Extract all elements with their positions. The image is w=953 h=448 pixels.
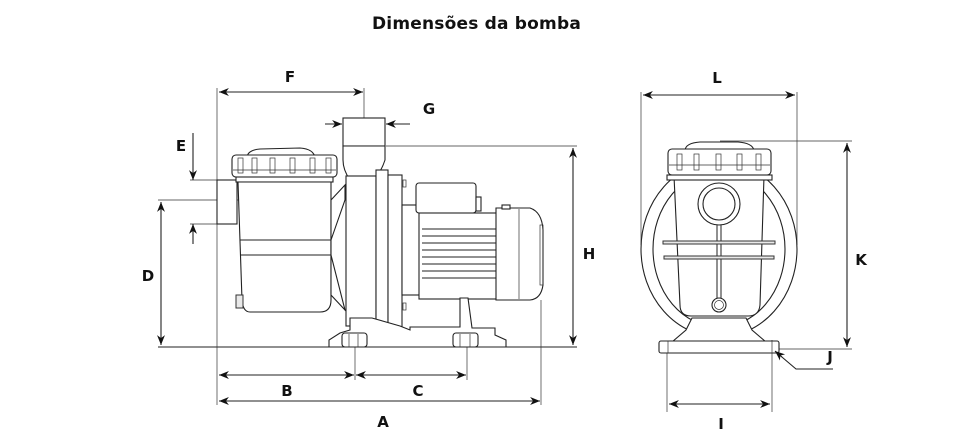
front-crossbar-2	[663, 255, 775, 260]
label-h: H	[583, 245, 596, 263]
label-i: I	[718, 415, 724, 433]
strainer-housing	[216, 147, 338, 313]
front-crossbar-1	[662, 240, 776, 245]
motor	[401, 182, 544, 301]
inlet-port-inner	[702, 187, 736, 221]
drain-plug	[711, 297, 727, 313]
label-a: A	[377, 413, 389, 431]
leader-j	[775, 351, 833, 370]
diagram-title: Dimensões da bomba	[371, 14, 581, 34]
base-feet	[328, 297, 507, 348]
label-j: J	[826, 348, 833, 366]
label-e: E	[176, 137, 186, 155]
front-lid-ring	[667, 148, 772, 176]
label-d: D	[142, 267, 154, 285]
label-b: B	[281, 382, 292, 400]
label-f: F	[285, 68, 295, 86]
front-base-plate	[658, 340, 780, 354]
label-c: C	[412, 382, 423, 400]
pump-casing	[330, 117, 407, 333]
front-lid-rim	[666, 174, 773, 181]
label-g: G	[423, 100, 435, 118]
front-view: L K J I	[640, 69, 868, 433]
front-basket	[673, 175, 765, 317]
side-view: F G E D H B C A	[142, 68, 596, 431]
label-l: L	[712, 69, 722, 87]
front-lid-cap	[684, 141, 755, 151]
label-k: K	[855, 251, 868, 269]
